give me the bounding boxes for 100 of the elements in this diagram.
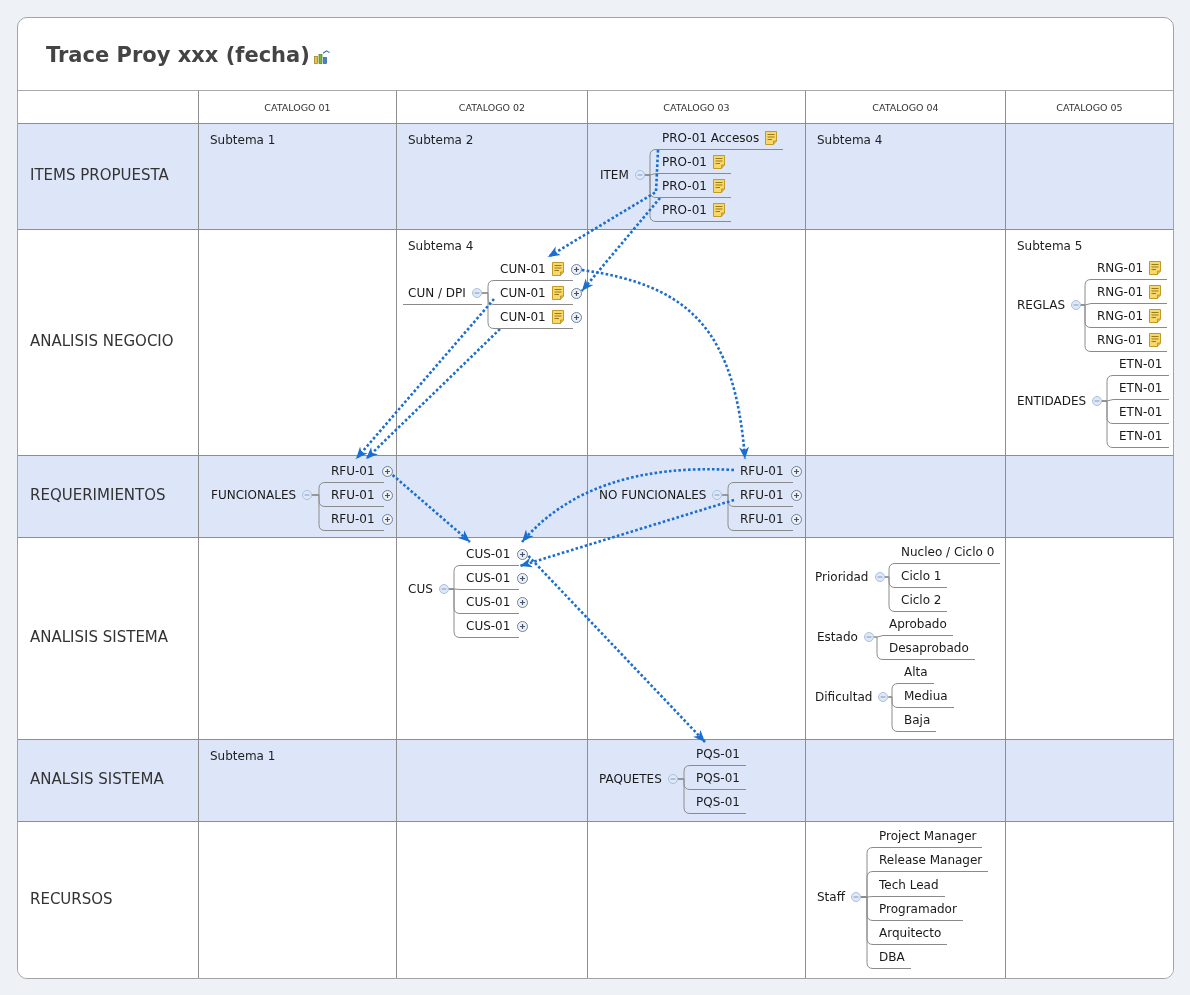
topic-label: CUN-01 (500, 310, 546, 324)
branch-line (721, 494, 735, 531)
topic-label: CUS-01 (466, 619, 511, 633)
matrix-cell (199, 124, 397, 230)
topic-label: PRO-01 (662, 155, 707, 169)
topic-label: Arquitecto (879, 926, 942, 940)
topic-label: PRO-01 (662, 179, 707, 193)
topic-label: Dificultad (815, 690, 873, 704)
topic-label: RNG-01 (1097, 261, 1144, 275)
matrix-cell (588, 124, 806, 230)
matrix-cell (588, 740, 806, 822)
topic-label: Mediua (904, 689, 948, 703)
dotted-arrow (521, 468, 735, 543)
diagram-title: Trace Proy xxx (fecha) (46, 42, 310, 69)
topic-label: Ciclo 2 (901, 593, 942, 607)
matrix-cell (397, 538, 588, 740)
dotted-arrow (581, 268, 749, 460)
matrix-cell (806, 538, 1006, 740)
topic-label: Estado (817, 630, 858, 644)
dotted-arrow (391, 474, 471, 543)
topic-label: ETN-01 (1119, 405, 1163, 419)
topic-label: CUN-01 (500, 262, 546, 276)
dotted-arrow (527, 555, 706, 743)
branch-line (884, 576, 896, 612)
cell-heading: Subtema 5 (1017, 239, 1083, 253)
cell-heading: Subtema 4 (408, 239, 474, 253)
topic-label: Staff (817, 890, 845, 904)
topic-label: RFU-01 (740, 464, 784, 478)
branch-line (873, 636, 884, 660)
matrix-cell (199, 740, 397, 822)
topic-label: RFU-01 (331, 488, 375, 502)
topic-label: RFU-01 (331, 512, 375, 526)
topic-label: CUS (408, 582, 433, 596)
column-header: CATALOGO 01 (199, 90, 397, 124)
topic-label: Baja (904, 713, 931, 727)
matrix-cell (806, 124, 1006, 230)
topic-label: PRO-01 Accesos (662, 131, 760, 145)
topic-label: Alta (904, 665, 928, 679)
cell-heading: Subtema 4 (817, 133, 883, 147)
row-header: RECURSOS (18, 822, 199, 978)
topic-label: CUN / DPI (408, 285, 466, 300)
topic-label: PRO-01 (662, 203, 707, 217)
column-header: CATALOGO 04 (806, 90, 1006, 124)
cell-heading: Subtema 2 (408, 133, 474, 147)
topic-label: Project Manager (879, 829, 977, 843)
cell-heading: Subtema 1 (210, 133, 276, 147)
column-header: CATALOGO 03 (588, 90, 806, 124)
topic-label: Release Manager (879, 853, 983, 867)
row-header: ANALISIS NEGOCIO (18, 230, 199, 456)
topic-label: PQS-01 (696, 747, 740, 761)
topic-label: ITEM (600, 168, 629, 182)
topic-label: ETN-01 (1119, 381, 1163, 395)
row-header: ANALISIS SISTEMA (18, 538, 199, 740)
topic-label: Nucleo / Ciclo 0 (901, 545, 995, 559)
branch-line (677, 778, 691, 814)
row-header: REQUERIMIENTOS (18, 456, 199, 538)
topic-label: Aprobado (889, 617, 947, 631)
branch-line (448, 588, 461, 638)
topic-label: DBA (879, 950, 905, 964)
topic-label: FUNCIONALES (211, 488, 297, 502)
branch-line (1080, 304, 1092, 352)
topic-label: RFU-01 (740, 488, 784, 502)
branch-line (311, 494, 326, 531)
branch-line (1101, 400, 1114, 448)
topic-label: RNG-01 (1097, 333, 1144, 347)
topic-label: Prioridad (815, 570, 869, 584)
topic-label: PQS-01 (696, 795, 740, 809)
column-header: CATALOGO 02 (397, 90, 588, 124)
topic-label: RNG-01 (1097, 285, 1144, 299)
topic-label: ETN-01 (1119, 357, 1163, 371)
topic-label: RFU-01 (331, 464, 375, 478)
dotted-arrow (365, 328, 501, 460)
topic-label: REGLAS (1017, 298, 1065, 312)
topic-label: Programador (879, 902, 957, 916)
cell-heading: Subtema 1 (210, 749, 276, 763)
topic-label: NO FUNCIONALES (599, 488, 707, 502)
topic-label: RFU-01 (740, 512, 784, 526)
column-header: CATALOGO 05 (1006, 90, 1173, 124)
branch-line (481, 292, 495, 329)
row-header: ANALSIS SISTEMA (18, 740, 199, 822)
topic-label: RNG-01 (1097, 309, 1144, 323)
topic-label: ENTIDADES (1017, 394, 1087, 408)
topic-label: Desaprobado (889, 641, 969, 655)
matrix-cell (397, 124, 588, 230)
dotted-arrow (355, 298, 495, 460)
topic-label: CUS-01 (466, 547, 511, 561)
topic-label: CUS-01 (466, 571, 511, 585)
topic-label: Ciclo 1 (901, 569, 942, 583)
topic-label: Tech Lead (879, 878, 939, 892)
branch-line (887, 696, 899, 732)
topic-label: ETN-01 (1119, 429, 1163, 443)
matrix-cell (588, 456, 806, 538)
topic-label: PAQUETES (599, 772, 662, 786)
topic-label: CUS-01 (466, 595, 511, 609)
topic-label: PQS-01 (696, 771, 740, 785)
topic-label: CUN-01 (500, 286, 546, 300)
row-header: ITEMS PROPUESTA (18, 124, 199, 230)
matrix-cell (397, 230, 588, 456)
branch-line (644, 174, 657, 222)
matrix-cell (199, 456, 397, 538)
